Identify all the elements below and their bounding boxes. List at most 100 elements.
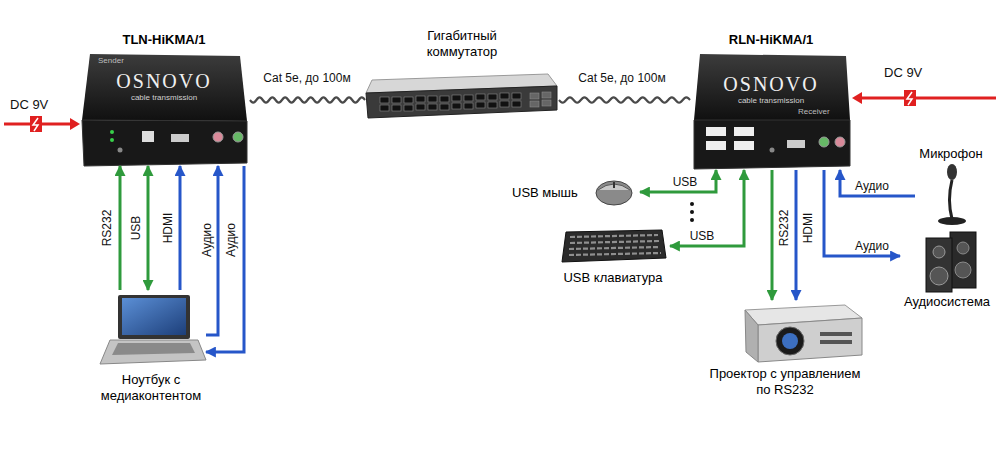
usb-keyboard: USB клавиатура — [556, 226, 670, 290]
device-marking: cable transmission — [690, 96, 852, 106]
audio-jack — [233, 132, 243, 142]
device-marking: Sender — [98, 56, 158, 66]
twisted-pair-cable — [250, 97, 365, 102]
rs232-port — [118, 148, 123, 153]
signal-arrow — [795, 170, 798, 300]
node-caption: Микрофон — [915, 146, 987, 162]
device-marking: cable transmission — [78, 93, 250, 103]
key-row — [570, 235, 658, 237]
key-row — [569, 247, 660, 249]
cable-label: Cat 5e, до 100м — [263, 72, 350, 84]
mouse-wheel — [613, 182, 615, 188]
led — [110, 138, 114, 142]
port — [380, 105, 389, 111]
laptop-screen — [122, 298, 186, 335]
ellipsis-dot — [690, 202, 694, 206]
signal-label: Аудио — [201, 223, 213, 257]
node-caption: USB мышь — [512, 185, 592, 201]
port — [512, 93, 521, 99]
speaker-cone — [957, 242, 969, 254]
port — [476, 94, 485, 100]
signal-arrow — [119, 166, 122, 290]
speaker-cabinet — [950, 232, 976, 288]
cable-label: Cat 5e, до 100м — [578, 72, 665, 84]
twisted-pair-cable — [559, 97, 690, 102]
mic-head — [947, 164, 957, 180]
sfp-port — [530, 101, 539, 107]
signal-arrow — [670, 170, 744, 246]
hdmi-port — [787, 140, 805, 148]
node-caption: Проектор с управлением по RS232 — [705, 366, 865, 397]
port — [416, 96, 425, 102]
mic-neck — [950, 180, 953, 219]
port — [428, 96, 437, 102]
ellipsis-dot — [690, 210, 694, 214]
signal-label: HDMI — [162, 213, 174, 244]
device-front — [82, 120, 247, 166]
signal-arrow — [824, 170, 900, 256]
signal-label: Аудио — [855, 180, 889, 192]
signal-arrow — [206, 166, 244, 352]
signal-label: Аудио — [225, 223, 237, 257]
node-caption: Гигабитный коммутатор — [407, 28, 517, 59]
power-badge — [30, 116, 42, 132]
ellipsis-dot — [690, 218, 694, 222]
signal-arrow — [771, 170, 774, 300]
sfp-port — [542, 92, 551, 98]
port — [488, 94, 497, 100]
port — [440, 104, 449, 110]
sfp-port — [530, 93, 539, 99]
port — [380, 97, 389, 103]
signal-arrow — [147, 166, 150, 290]
signal-label: USB — [673, 176, 698, 188]
hdmi-port — [171, 134, 189, 142]
projector-lens — [776, 327, 804, 355]
port — [452, 103, 461, 109]
node-caption: Ноутбук с медиаконтентом — [96, 372, 206, 403]
switch-front — [366, 86, 557, 118]
microphone: Микрофон — [915, 146, 987, 226]
audio-jack — [819, 137, 829, 147]
signal-arrow — [640, 170, 716, 192]
power-badge — [904, 90, 916, 106]
laptop-keys — [112, 343, 195, 355]
speaker-cabinet — [926, 238, 952, 292]
speaker-cone — [933, 246, 945, 258]
signal-label: USB — [690, 230, 715, 242]
power-wire — [862, 97, 996, 100]
network-switch: Гигабитный коммутатор — [365, 28, 559, 120]
port — [452, 95, 461, 101]
speaker-cone — [930, 267, 948, 285]
mic-base — [938, 217, 966, 225]
projector-side — [745, 310, 758, 362]
signal-label: RS232 — [101, 210, 113, 247]
device-marking: OSNOVO — [78, 69, 250, 93]
device-front — [694, 120, 850, 169]
power-arrowhead — [70, 118, 80, 130]
laptop: Ноутбук с медиаконтентом — [96, 290, 206, 414]
sfp-port — [542, 100, 551, 106]
port — [500, 93, 509, 99]
port — [404, 105, 413, 111]
port — [464, 103, 473, 109]
usb-port — [706, 127, 726, 136]
led — [110, 130, 114, 134]
device-marking: Receiver — [798, 107, 848, 117]
audio-jack — [835, 137, 845, 147]
port — [416, 104, 425, 110]
port — [464, 95, 473, 101]
usb-port — [706, 141, 726, 150]
laptop-bezel — [118, 295, 190, 339]
switch-ports — [380, 92, 551, 111]
port — [488, 102, 497, 108]
signal-arrow — [840, 170, 915, 196]
extender-receiver: RLN-HiKMA/1OSNOVOcable transmissionRecei… — [690, 32, 852, 170]
power-arrowhead — [852, 92, 862, 104]
key-row — [570, 241, 659, 243]
lightning-symbol — [907, 92, 912, 105]
usb-port — [142, 131, 154, 142]
port — [404, 97, 413, 103]
audio-jack — [213, 132, 223, 142]
speaker-cone — [955, 262, 971, 278]
projector-glass — [782, 333, 798, 349]
